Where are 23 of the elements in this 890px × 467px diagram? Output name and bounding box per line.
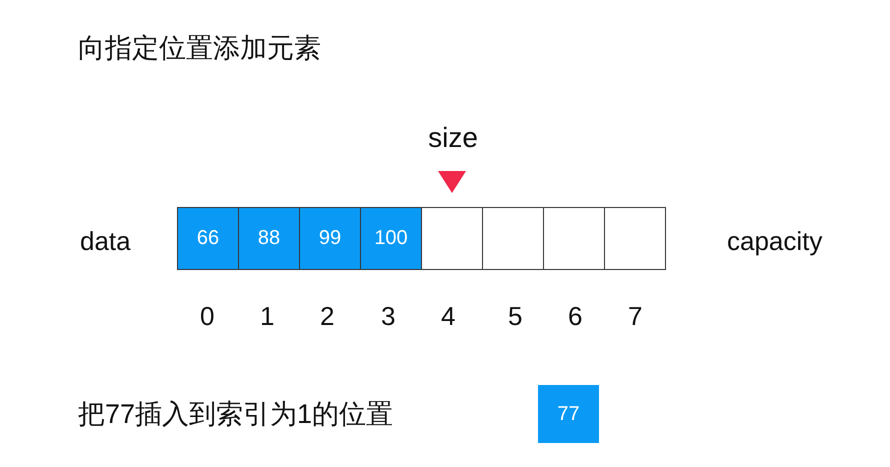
instruction-text: 把77插入到索引为1的位置 bbox=[78, 401, 394, 428]
pointer-label: size bbox=[420, 124, 486, 152]
index-number: 0 bbox=[200, 303, 214, 329]
row-label: capacity bbox=[727, 228, 822, 254]
index-number: 7 bbox=[628, 303, 642, 329]
index-number: 1 bbox=[260, 303, 274, 329]
empty-array-cell bbox=[543, 207, 605, 270]
index-number: 6 bbox=[568, 303, 582, 329]
row-label: data bbox=[80, 228, 131, 254]
index-number: 5 bbox=[508, 303, 522, 329]
pointer-triangle bbox=[438, 171, 466, 193]
title: 向指定位置添加元素 bbox=[78, 35, 321, 62]
array-cell: 88 bbox=[238, 207, 300, 270]
empty-array-cell bbox=[421, 207, 483, 270]
index-number: 3 bbox=[381, 303, 396, 329]
array-cell: 77 bbox=[538, 385, 599, 443]
array-cell: 100 bbox=[360, 207, 422, 270]
index-number: 4 bbox=[441, 303, 456, 329]
empty-array-cell bbox=[482, 207, 544, 270]
array-cell: 66 bbox=[177, 207, 239, 270]
empty-array-cell bbox=[604, 207, 666, 270]
index-number: 2 bbox=[320, 303, 334, 329]
array-cell: 99 bbox=[299, 207, 361, 270]
